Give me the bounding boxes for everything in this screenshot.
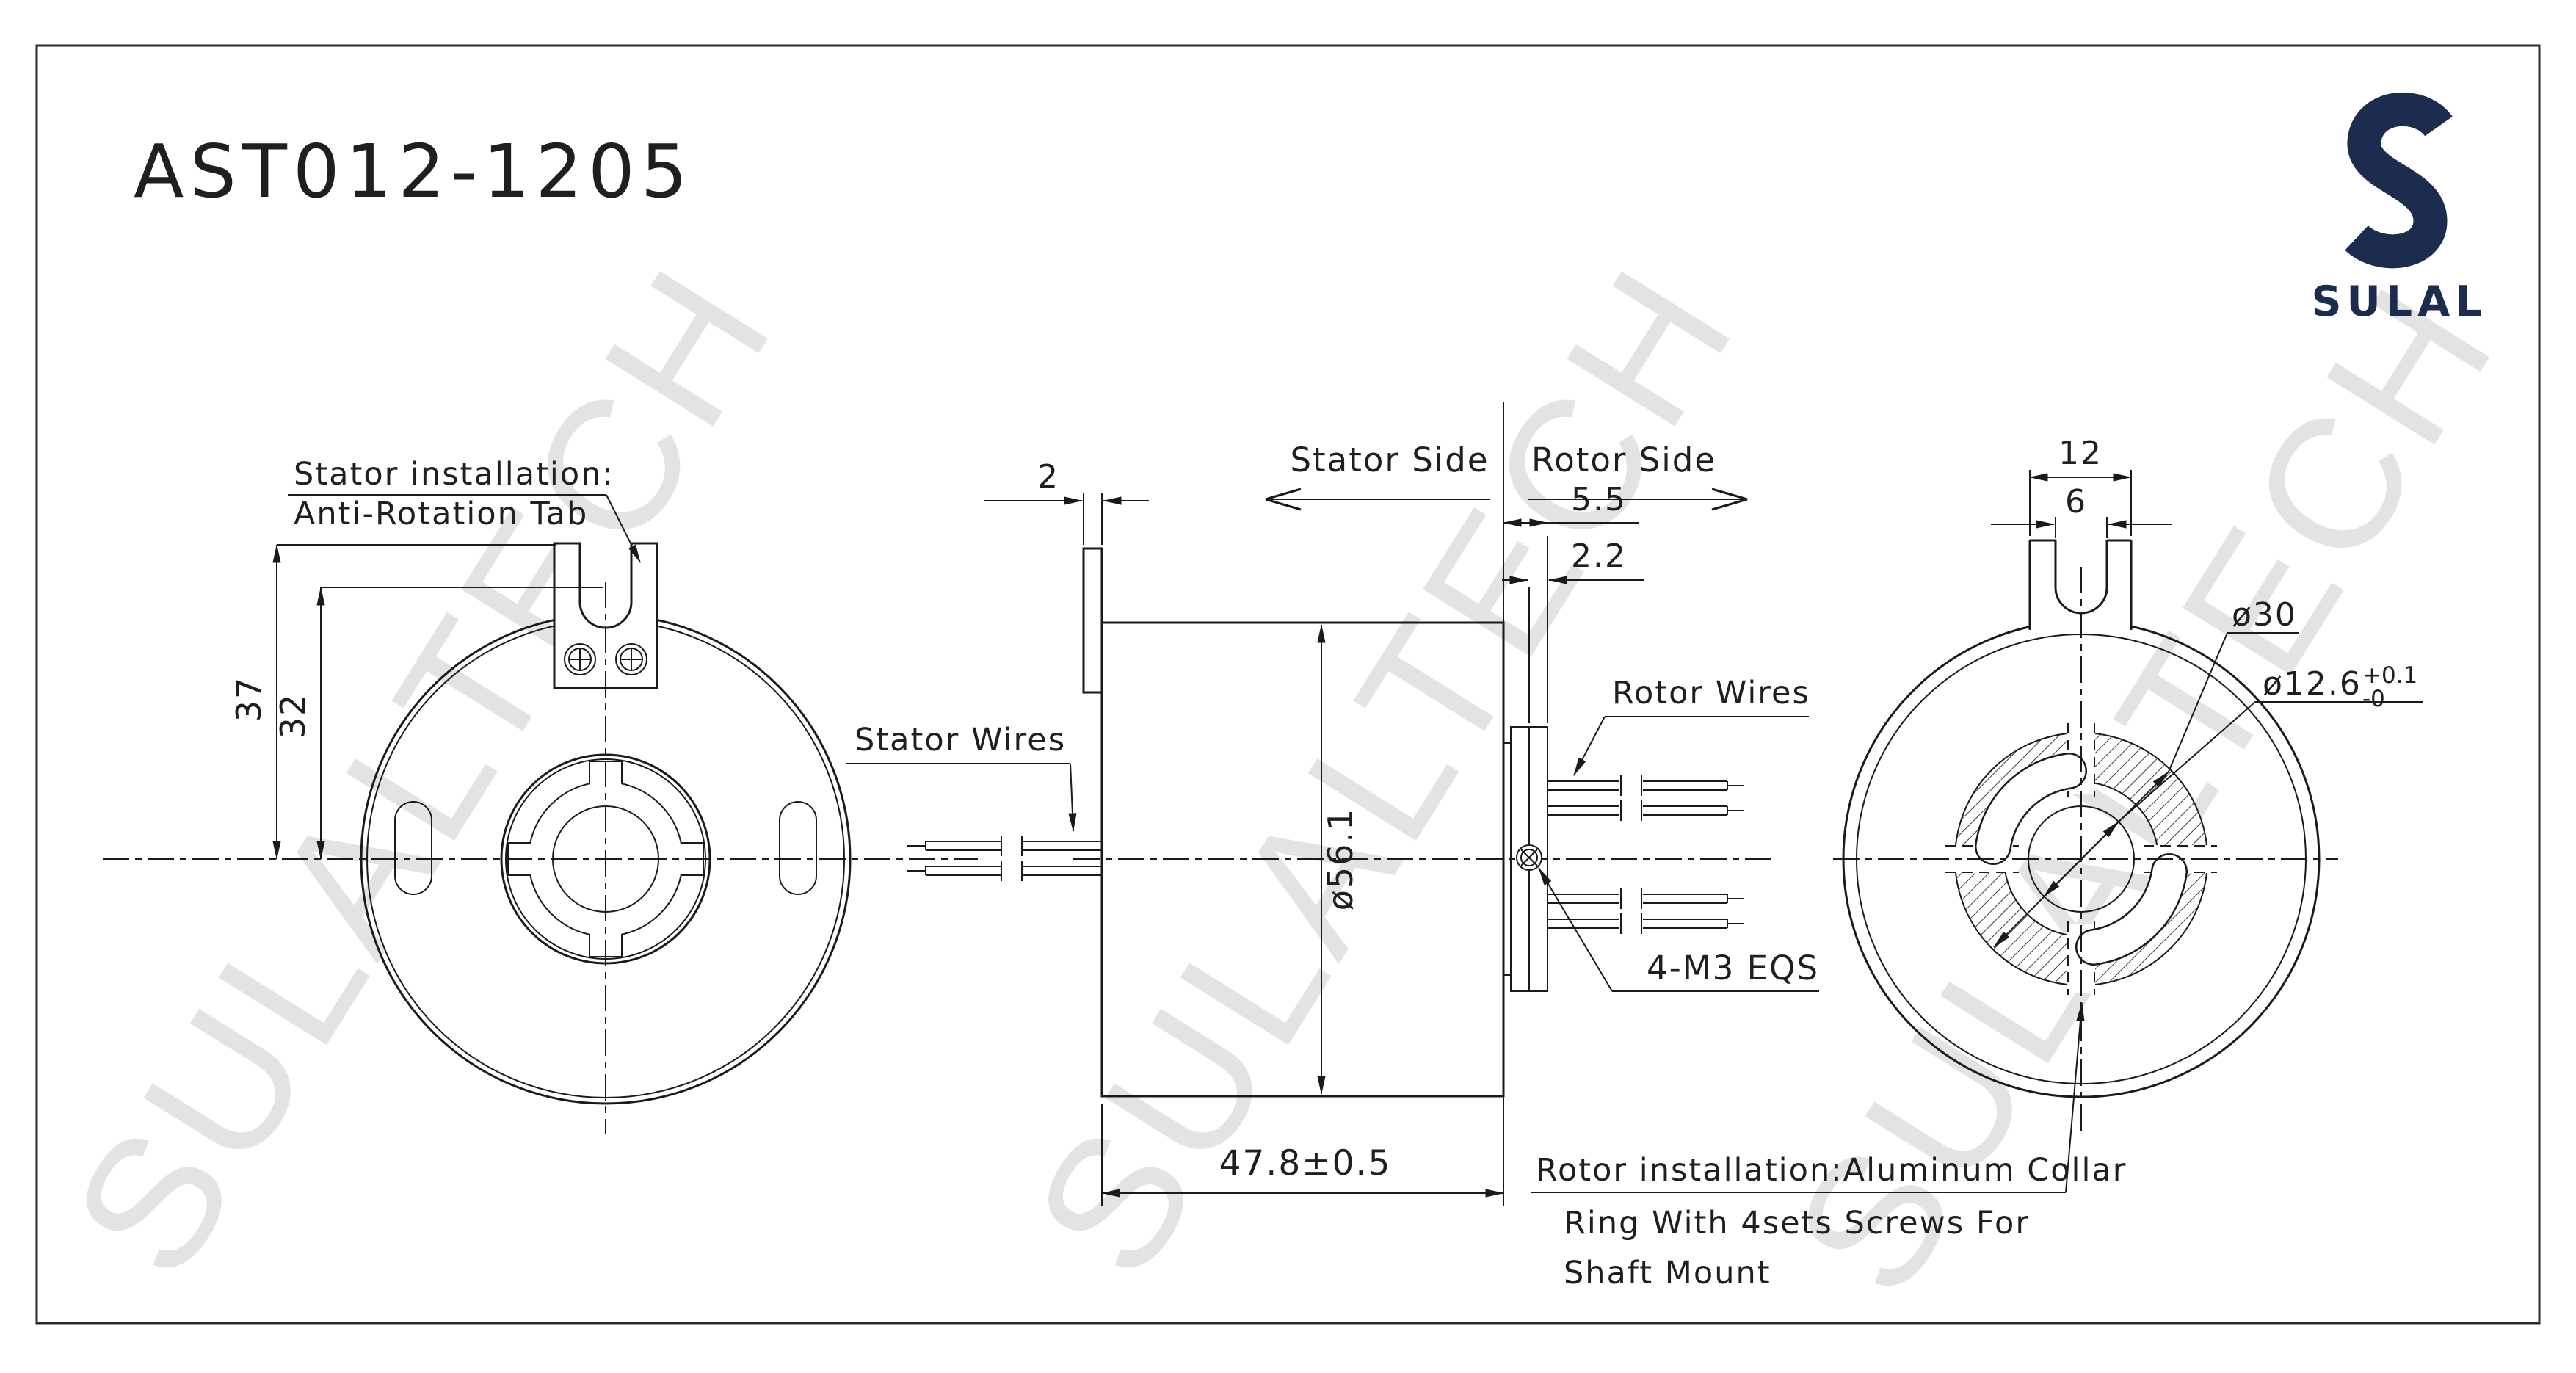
dim-37-text: 37: [229, 676, 269, 722]
dim-collar-diameter-text: ø30: [2232, 596, 2297, 634]
stator-note-line1: Stator installation:: [294, 456, 614, 493]
tab-screw-left: [564, 643, 596, 675]
dim-2-2: 2.2: [1502, 537, 1644, 723]
dim-37: 37: [229, 543, 556, 861]
hub-keyed-ring: [507, 761, 704, 957]
brand-logo: SULAL: [2311, 92, 2486, 326]
rotor-installation-note: Rotor installation:Aluminum Collar Ring …: [1531, 1001, 2127, 1292]
dim-bore-diameter: ø12.6 +0.1 -0: [2043, 662, 2423, 897]
anti-rotation-tab-outline: [553, 542, 658, 689]
stator-wires: [907, 836, 1102, 881]
logo-wordmark: SULAL: [2311, 278, 2486, 326]
dim-6: 6: [1991, 483, 2172, 538]
dim-5-5: 5.5: [1502, 481, 1639, 723]
dim-collar-diameter: ø30: [1993, 596, 2299, 948]
rotor-wires-label: Rotor Wires: [1612, 675, 1810, 711]
dim-32-text: 32: [273, 693, 313, 739]
dim-body-length-text: 47.8±0.5: [1219, 1143, 1392, 1184]
dim-bore-tol-minus: -0: [2362, 686, 2385, 712]
dim-5-5-text: 5.5: [1571, 481, 1627, 518]
dim-6-text: 6: [2065, 483, 2087, 521]
rotor-side-label: Rotor Side: [1531, 441, 1716, 479]
dim-body-diameter: ø56.1: [1317, 623, 1360, 1095]
tab-side-profile: [1082, 547, 1103, 694]
mount-slot-right: [779, 801, 817, 895]
tab-screw-right: [615, 643, 647, 675]
middle-view: 2 ø56.1 47.8±0.5 Stator Side Rotor Side …: [846, 402, 1819, 1206]
mount-slot-left: [394, 801, 432, 895]
rotor-note-line3: Shaft Mount: [1564, 1255, 1771, 1292]
dim-12-text: 12: [2058, 435, 2102, 472]
screws-label: 4-M3 EQS: [1647, 949, 1819, 988]
stator-wires-label: Stator Wires: [855, 722, 1066, 758]
rotor-note-leader: [2065, 1001, 2085, 1193]
watermark-text: SULALTECH: [33, 231, 813, 1309]
dim-32: 32: [273, 586, 603, 861]
drawing-title: AST012-1205: [134, 128, 693, 214]
stator-wires-callout: Stator Wires: [846, 722, 1077, 833]
dim-body-length: 47.8±0.5: [1100, 1104, 1505, 1206]
dim-2-text: 2: [1037, 458, 1059, 496]
collar-screw: [1516, 844, 1542, 871]
dim-2-2-text: 2.2: [1571, 537, 1627, 575]
rotor-wires: [1548, 775, 1744, 934]
dim-2: 2: [984, 458, 1149, 545]
logo-s-icon: [2345, 92, 2453, 269]
stator-installation-note: Stator installation: Anti-Rotation Tab: [288, 456, 641, 564]
screws-callout: 4-M3 EQS: [1538, 866, 1819, 992]
dim-body-diameter-text: ø56.1: [1321, 808, 1360, 911]
rotor-wires-callout: Rotor Wires: [1573, 675, 1810, 777]
stator-side-label: Stator Side: [1290, 441, 1489, 479]
stator-note-line2: Anti-Rotation Tab: [294, 496, 588, 532]
right-view: 12 6 ø30 ø12.6 +0.1 -0 Rotor installatio…: [1531, 435, 2423, 1292]
side-labels: Stator Side Rotor Side: [1265, 441, 1748, 511]
stator-note-leader: [606, 494, 641, 564]
rotor-note-line1: Rotor installation:Aluminum Collar: [1536, 1152, 2127, 1189]
dim-bore-diameter-text: ø12.6: [2263, 665, 2362, 703]
dim-bore-tol-plus: +0.1: [2362, 662, 2417, 689]
rotor-note-line2: Ring With 4sets Screws For: [1564, 1205, 2030, 1242]
sheet-border: [35, 44, 2541, 1325]
left-view: 37 32 Stator installation: Anti-Rotation…: [103, 456, 978, 1134]
